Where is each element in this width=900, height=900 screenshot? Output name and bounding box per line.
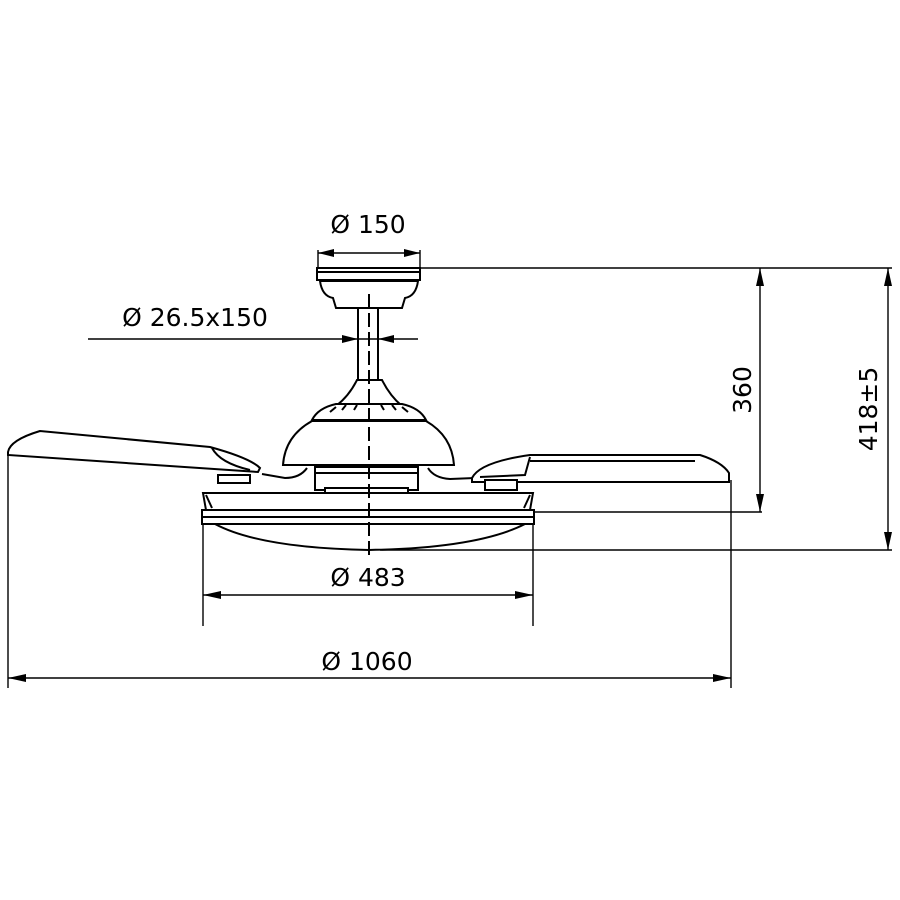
right-blade <box>471 454 730 491</box>
left-blade <box>7 429 262 484</box>
dim-360: 360 <box>728 268 764 512</box>
dim-canopy-label: Ø 150 <box>330 210 405 239</box>
dim-span-label: Ø 1060 <box>321 647 412 676</box>
dim-canopy: Ø 150 <box>318 210 420 257</box>
dim-light-label: Ø 483 <box>330 563 405 592</box>
dim-span: Ø 1060 <box>8 647 731 682</box>
dim-360-label: 360 <box>728 366 757 414</box>
light-kit <box>201 492 535 552</box>
dim-downrod-label: Ø 26.5x150 <box>122 303 268 332</box>
extension-lines <box>7 250 892 688</box>
dim-418: 418±5 <box>854 268 892 550</box>
dim-downrod: Ø 26.5x150 <box>88 303 418 343</box>
motor-housing <box>261 379 476 494</box>
dim-light: Ø 483 <box>203 563 533 599</box>
dim-418-label: 418±5 <box>854 367 883 452</box>
